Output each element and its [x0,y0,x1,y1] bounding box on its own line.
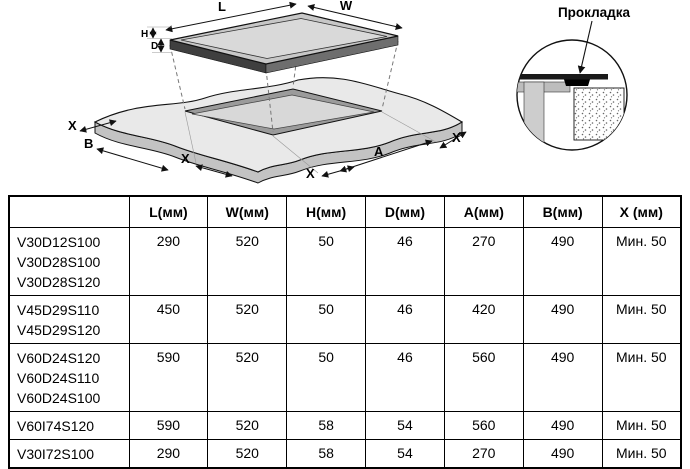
value-cell-A: 560 [443,411,524,440]
countertop [93,77,464,184]
model-cell: V45D29S110 V45D29S120 [8,295,130,344]
value-cell-X: Мин. 50 [601,439,682,469]
col-header-X: X (мм) [601,195,682,228]
model-name: V60D24S110 [17,370,100,386]
col-header-W: W(мм) [207,195,288,228]
value-cell-D: 54 [365,411,445,440]
value-cell-A: 420 [443,295,524,344]
col-header-D: D(мм) [365,195,445,228]
value-cell-H: 58 [286,411,367,440]
value-cell-B: 490 [522,411,603,440]
col-header-B: B(мм) [522,195,603,228]
table-row: V45D29S110 V45D29S120 450 520 50 46 420 … [8,295,682,344]
dimension-label-X-left: X [68,118,77,133]
value-cell-L: 290 [128,227,209,296]
cutout-opening [191,94,375,130]
value-cell-L: 590 [128,343,209,412]
value-cell-A: 560 [443,343,524,412]
value-cell-H: 50 [286,295,367,344]
gasket-label: Прокладка [558,5,631,20]
value-cell-B: 490 [522,439,603,469]
cooktop-edge-section [517,74,608,80]
value-cell-A: 270 [443,439,524,469]
value-cell-W: 520 [207,411,288,440]
value-cell-D: 46 [365,227,445,296]
model-name: V60I74S120 [17,418,95,434]
dimension-label-B: B [84,136,93,151]
col-header-H: H(мм) [286,195,367,228]
dimension-label-X-right: X [452,130,461,145]
value-cell-A: 270 [443,227,524,296]
table-row: V30I72S100 290 520 58 54 270 490 Мин. 50 [8,439,682,469]
value-cell-D: 54 [365,439,445,469]
dimension-label-X-lower-left: X [181,151,190,166]
gasket [564,79,590,86]
value-cell-W: 520 [207,343,288,412]
cabinet-side-section [523,81,545,147]
table-header-row: L(мм) W(мм) H(мм) D(мм) A(мм) B(мм) X (м… [8,195,682,228]
countertop-section [573,87,625,141]
dimension-label-D: D [151,41,158,52]
dimension-label-W: W [340,0,353,13]
value-cell-H: 58 [286,439,367,469]
model-cell: V30I72S100 [8,439,130,469]
spec-table: L(мм) W(мм) H(мм) D(мм) A(мм) B(мм) X (м… [8,195,682,469]
model-name: V30I72S100 [17,446,95,462]
value-cell-D: 46 [365,343,445,412]
model-cell: V60I74S120 [8,411,130,440]
value-cell-D: 46 [365,295,445,344]
model-name: V45D29S120 [17,322,101,338]
value-cell-W: 520 [207,439,288,469]
col-header-model [8,195,130,228]
dimension-label-A: A [374,144,384,159]
model-name: V60D24S120 [17,350,101,366]
value-cell-X: Мин. 50 [601,343,682,412]
model-cell: V30D12S100 V30D28S100 V30D28S120 [8,227,130,296]
model-name: V30D28S100 [17,254,101,270]
table-row: V60D24S120 V60D24S110 V60D24S100 590 520… [8,343,682,412]
value-cell-L: 450 [128,295,209,344]
model-name: V45D29S110 [17,302,100,318]
value-cell-W: 520 [207,295,288,344]
model-cell: V60D24S120 V60D24S110 V60D24S100 [8,343,130,412]
dimension-label-X-bottom: X [306,166,315,181]
col-header-L: L(мм) [128,195,209,228]
model-name: V30D12S100 [17,234,101,250]
installation-diagram: L W H D X B X X A X [68,0,631,184]
table-row: V60I74S120 590 520 58 54 560 490 Мин. 50 [8,411,682,440]
dimension-label-H: H [141,29,148,40]
value-cell-X: Мин. 50 [601,295,682,344]
dimensions: L W H D X B X X A X [68,0,467,181]
model-name: V60D24S100 [17,390,101,406]
col-header-A: A(мм) [443,195,524,228]
table-row: V30D12S100 V30D28S100 V30D28S120 290 520… [8,227,682,296]
value-cell-X: Мин. 50 [601,227,682,296]
value-cell-B: 490 [522,295,603,344]
value-cell-X: Мин. 50 [601,411,682,440]
value-cell-H: 50 [286,343,367,412]
value-cell-L: 290 [128,439,209,469]
model-name: V30D28S120 [17,274,101,290]
value-cell-L: 590 [128,411,209,440]
value-cell-W: 520 [207,227,288,296]
dimension-label-L: L [218,0,226,14]
value-cell-B: 490 [522,227,603,296]
gasket-detail: Прокладка [516,5,631,151]
value-cell-B: 490 [522,343,603,412]
value-cell-H: 50 [286,227,367,296]
projection-lines [169,17,399,133]
